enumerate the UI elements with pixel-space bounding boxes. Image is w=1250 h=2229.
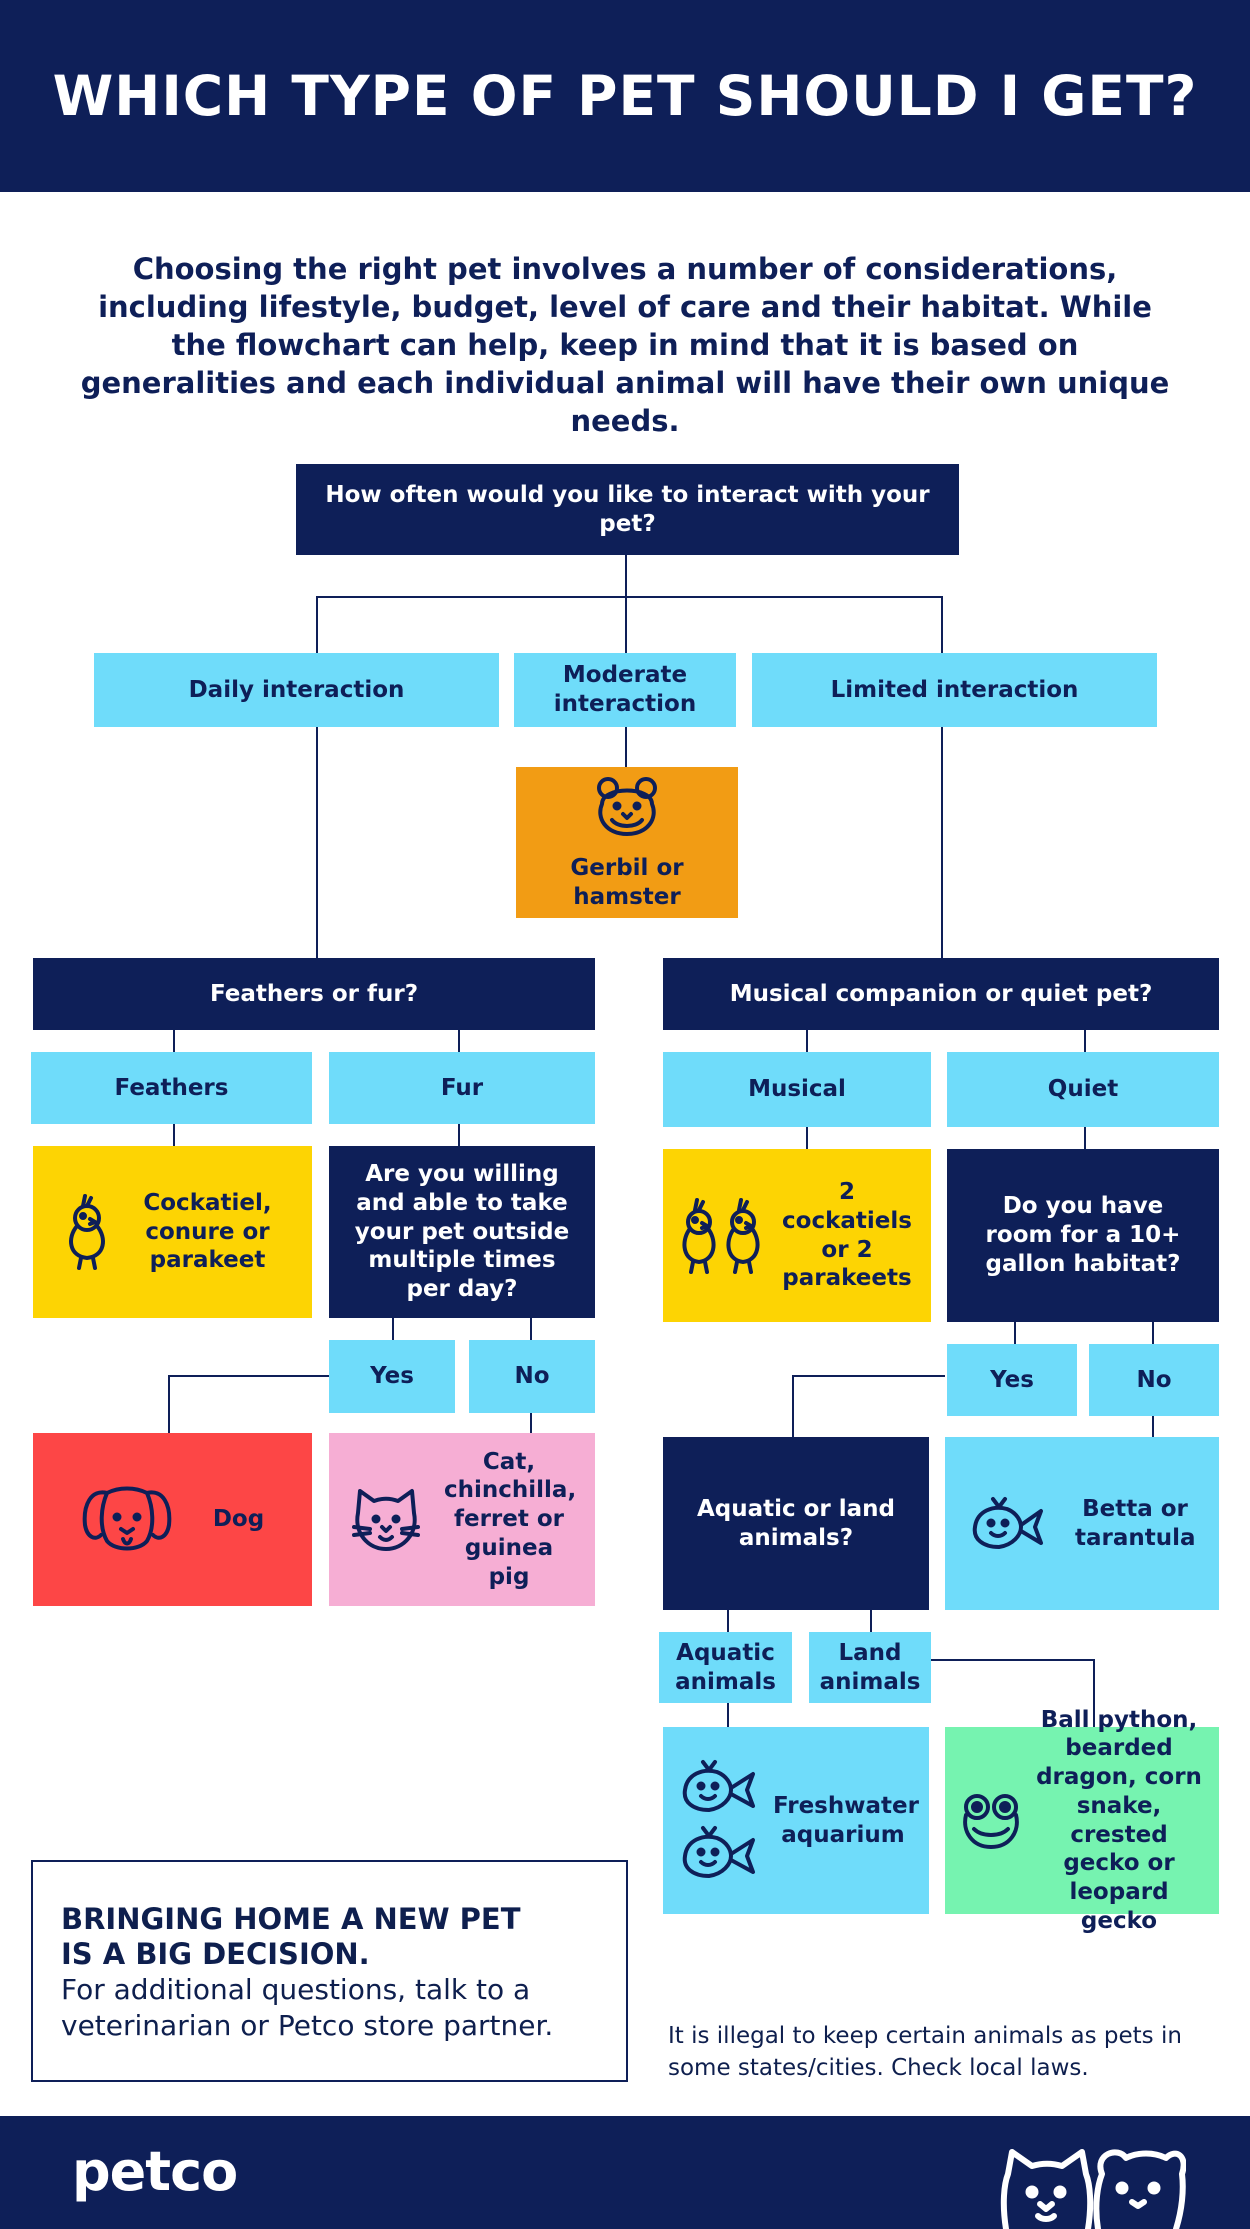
question-interaction: How often would you like to interact wit…: [296, 464, 959, 555]
bird-icon: [63, 1192, 111, 1272]
question-musical-quiet: Musical companion or quiet pet?: [663, 958, 1219, 1030]
legal-note: It is illegal to keep certain animals as…: [668, 2023, 1182, 2081]
dog-icon: [81, 1485, 173, 1555]
result-two-birds: 2 cockatiels or 2 parakeets: [663, 1149, 931, 1322]
option-moderate-interaction: Moderate interaction: [514, 653, 736, 727]
result-freshwater: Freshwater aquarium: [663, 1727, 929, 1914]
result-betta: Betta or tarantula: [945, 1437, 1219, 1610]
option-no-outside: No: [469, 1340, 595, 1413]
result-gerbil-hamster: Gerbil or hamster: [516, 767, 738, 918]
question-aquatic-land: Aquatic or land animals?: [663, 1437, 929, 1610]
result-betta-label: Betta or tarantula: [1075, 1495, 1196, 1551]
option-yes-room: Yes: [947, 1344, 1077, 1416]
result-cat-label: Cat, chinchilla, ferret or guinea pig: [444, 1448, 577, 1590]
question-feathers-fur: Feathers or fur?: [33, 958, 595, 1030]
result-reptiles-label: Ball python, bearded dragon, corn snake,…: [1036, 1706, 1202, 1934]
result-cat: Cat, chinchilla, ferret or guinea pig: [329, 1433, 595, 1606]
footer: petco: [0, 2116, 1250, 2229]
fish-icon: [969, 1493, 1045, 1555]
result-dog-label: Dog: [212, 1506, 265, 1533]
intro-text: Choosing the right pet involves a number…: [80, 252, 1170, 438]
result-dog: Dog: [33, 1433, 312, 1606]
lizard-icon: [960, 1791, 1022, 1851]
option-aquatic-animals: Aquatic animals: [659, 1632, 792, 1703]
cat-icon: [350, 1487, 422, 1553]
result-cockatiel-label: Cockatiel, conure or parakeet: [143, 1189, 272, 1274]
option-quiet: Quiet: [947, 1052, 1219, 1127]
two-birds-icon: [677, 1196, 767, 1276]
option-feathers: Feathers: [31, 1052, 312, 1124]
question-room-habitat: Do you have room for a 10+ gallon habita…: [947, 1149, 1219, 1322]
option-land-animals: Land animals: [809, 1632, 931, 1703]
dog-cat-logo-icon: [998, 2144, 1186, 2229]
petco-logo[interactable]: petco: [72, 2140, 238, 2203]
cta-text: For additional questions, talk to a vete…: [61, 1973, 554, 2042]
option-yes-outside: Yes: [329, 1340, 455, 1413]
two-fish-icon: [679, 1756, 759, 1886]
cta-box: BRINGING HOME A NEW PET IS A BIG DECISIO…: [31, 1860, 628, 2082]
option-fur: Fur: [329, 1052, 595, 1124]
page-header: WHICH TYPE OF PET SHOULD I GET?: [0, 0, 1250, 192]
result-two-birds-label: 2 cockatiels or 2 parakeets: [782, 1179, 912, 1292]
option-musical: Musical: [663, 1052, 931, 1127]
result-gerbil-label: Gerbil or hamster: [570, 854, 684, 910]
question-outside: Are you willing and able to take your pe…: [329, 1146, 595, 1318]
option-daily-interaction: Daily interaction: [94, 653, 499, 727]
option-limited-interaction: Limited interaction: [752, 653, 1157, 727]
cta-title: BRINGING HOME A NEW PET IS A BIG DECISIO…: [61, 1902, 521, 1971]
result-freshwater-label: Freshwater aquarium: [773, 1792, 919, 1848]
option-no-room: No: [1089, 1344, 1219, 1416]
result-reptiles: Ball python, bearded dragon, corn snake,…: [945, 1707, 1219, 1934]
page-title: WHICH TYPE OF PET SHOULD I GET?: [52, 64, 1198, 128]
hamster-icon: [594, 774, 660, 840]
result-cockatiel: Cockatiel, conure or parakeet: [33, 1146, 312, 1318]
